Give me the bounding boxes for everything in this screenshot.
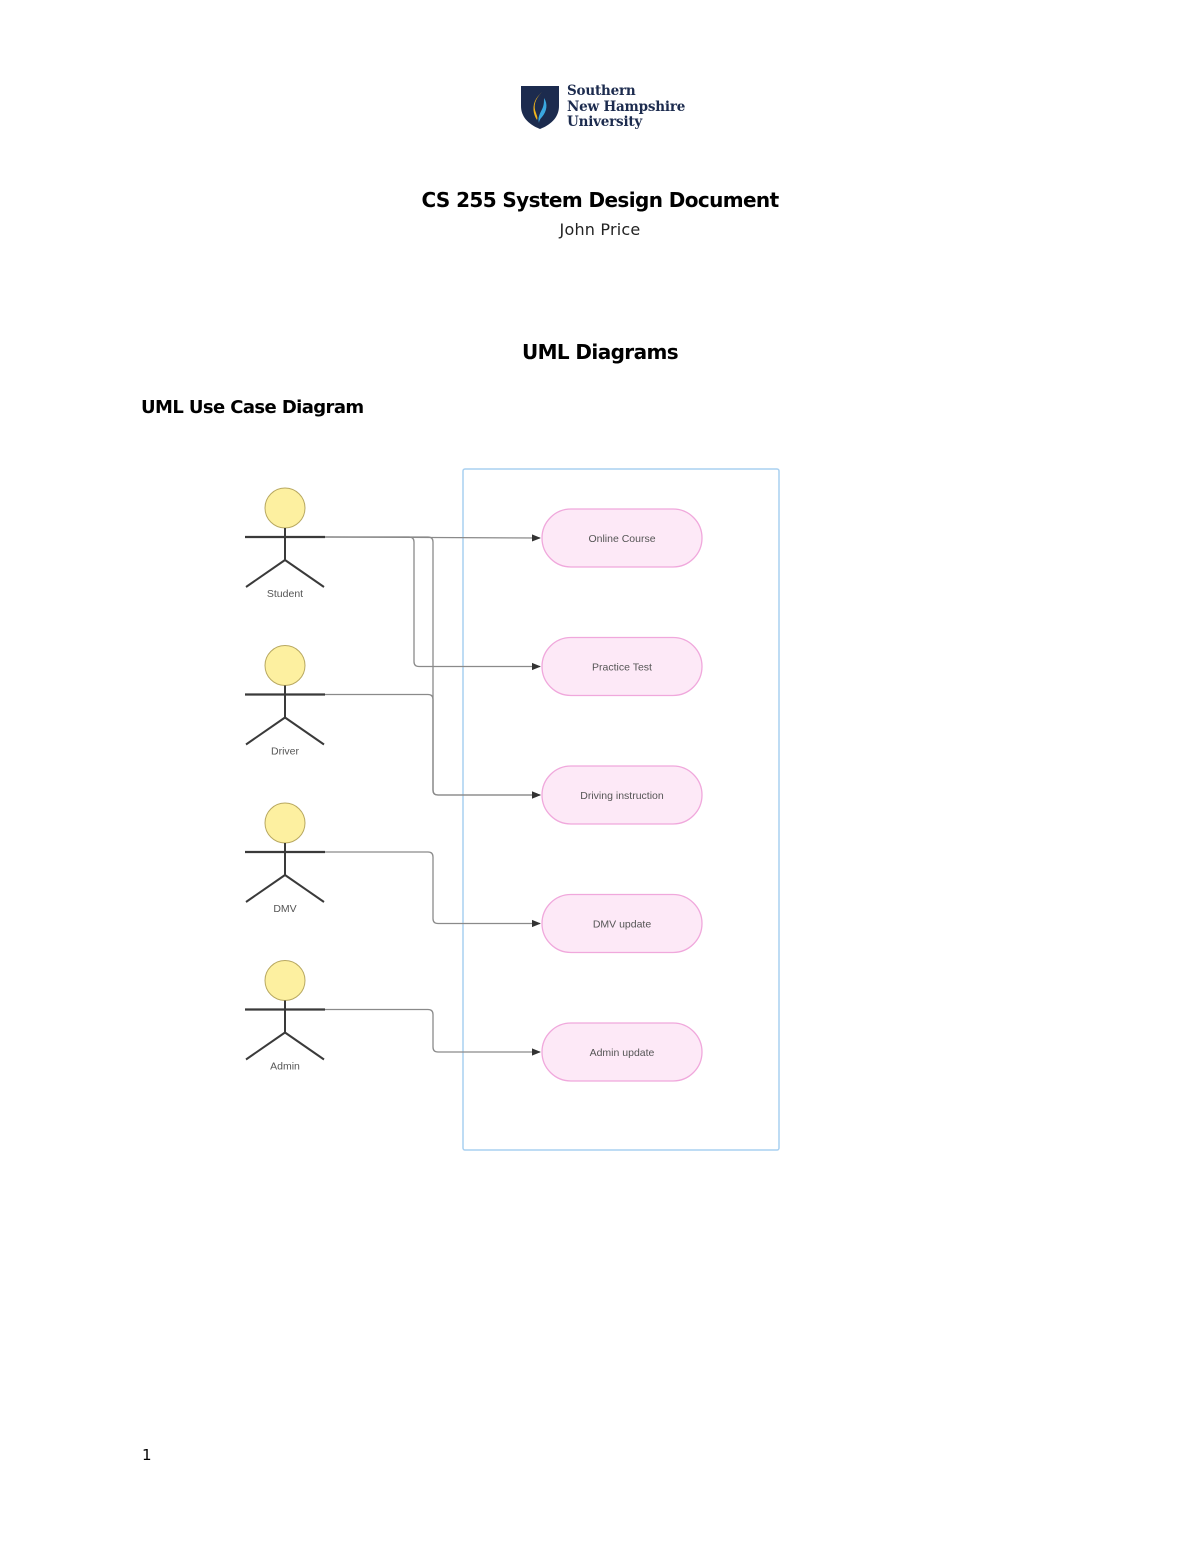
actor-label: Admin xyxy=(270,1061,300,1073)
actor-right-leg xyxy=(284,1031,325,1061)
use-case-label: DMV update xyxy=(593,919,652,931)
use-case-shape xyxy=(541,636,703,697)
document-title: CS 255 System Design Document xyxy=(421,188,779,212)
association-dmv-dmv-update xyxy=(325,851,541,928)
use-case-label: Practice Test xyxy=(592,662,652,674)
actor-dmv: DMV xyxy=(245,802,325,915)
flame-shield-icon xyxy=(521,86,559,129)
logo-line-2: New Hampshire xyxy=(567,98,686,115)
logo-line-1: Southern xyxy=(567,83,636,99)
logo-line-3: University xyxy=(567,114,643,130)
use-case-practice-test: Practice Test xyxy=(541,636,703,697)
logo-wordmark: Southern New Hampshire University xyxy=(567,83,686,131)
association-driver-driving-instruction xyxy=(325,693,541,799)
actor-head xyxy=(264,960,306,1001)
subsection-title: UML Use Case Diagram xyxy=(141,397,364,418)
actor-left-leg xyxy=(245,559,286,588)
use-case-admin-update: Admin update xyxy=(541,1022,703,1082)
actor-head xyxy=(264,645,306,686)
actor-left-leg xyxy=(245,874,286,903)
actor-head xyxy=(264,487,306,529)
actor-student: Student xyxy=(245,487,325,600)
use-case-shape xyxy=(541,508,703,568)
actor-right-leg xyxy=(284,874,325,903)
use-case-dmv-update: DMV update xyxy=(541,893,703,954)
use-case-online-course: Online Course xyxy=(541,508,703,568)
use-case-label: Admin update xyxy=(590,1047,655,1059)
use-case-label: Driving instruction xyxy=(580,790,664,802)
actor-driver: Driver xyxy=(245,645,325,758)
actor-admin: Admin xyxy=(245,960,325,1073)
snhu-logo: Southern New Hampshire University xyxy=(520,83,690,132)
associations-layer xyxy=(324,534,541,1056)
use-case-label: Online Course xyxy=(588,533,655,545)
page-number: 1 xyxy=(142,1446,152,1464)
association-admin-admin-update xyxy=(325,1008,541,1056)
actor-left-leg xyxy=(245,1031,286,1061)
actor-label: Driver xyxy=(271,746,300,758)
actor-label: DMV xyxy=(273,903,296,915)
use-case-shape xyxy=(541,893,703,954)
actor-left-leg xyxy=(245,716,286,746)
use-case-shape xyxy=(541,765,703,825)
actor-head xyxy=(264,802,306,844)
document-author: John Price xyxy=(559,220,641,239)
use-case-shape xyxy=(541,1022,703,1082)
actor-right-leg xyxy=(284,716,325,746)
section-title: UML Diagrams xyxy=(521,340,679,364)
actor-label: Student xyxy=(267,588,303,600)
actor-right-leg xyxy=(284,559,325,588)
use-case-driving-instruction: Driving instruction xyxy=(541,765,703,825)
